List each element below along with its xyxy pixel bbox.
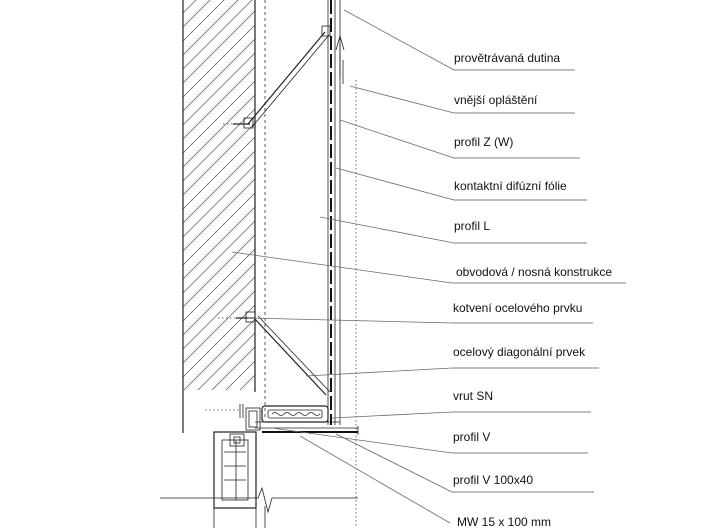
label-load-bearing-wall: obvodová / nosná konstrukce xyxy=(456,265,612,279)
label-underlines xyxy=(452,69,626,493)
label-screw-sn: vrut SN xyxy=(453,389,493,403)
label-outer-cladding: vnější opláštění xyxy=(454,93,538,107)
load-bearing-wall xyxy=(182,0,256,433)
leader-lines xyxy=(231,9,455,524)
bottom-profile xyxy=(245,405,359,435)
label-diagonal-member: ocelový diagonální prvek xyxy=(453,345,586,359)
anchor-ticks xyxy=(205,404,244,418)
label-v-profile: profil V xyxy=(453,430,490,444)
label-mineral-wool: MW 15 x 100 mm xyxy=(457,515,551,528)
window-frame xyxy=(213,431,257,528)
label-v-profile-100x40: profil V 100x40 xyxy=(453,473,533,487)
ventilation-arrow-icon xyxy=(335,34,345,84)
break-line xyxy=(160,486,358,528)
label-l-profile: profil L xyxy=(454,219,490,233)
upper-diagonal-bracket xyxy=(223,25,331,129)
labels: provětrávaná dutina vnější opláštění pro… xyxy=(453,51,612,528)
label-z-profile: profil Z (W) xyxy=(454,135,513,149)
label-ventilated-cavity: provětrávaná dutina xyxy=(454,51,560,65)
label-anchoring: kotvení ocelového prvku xyxy=(453,301,582,315)
outer-cladding xyxy=(327,0,341,425)
label-contact-foil: kontaktní difúzní fólie xyxy=(454,179,567,193)
